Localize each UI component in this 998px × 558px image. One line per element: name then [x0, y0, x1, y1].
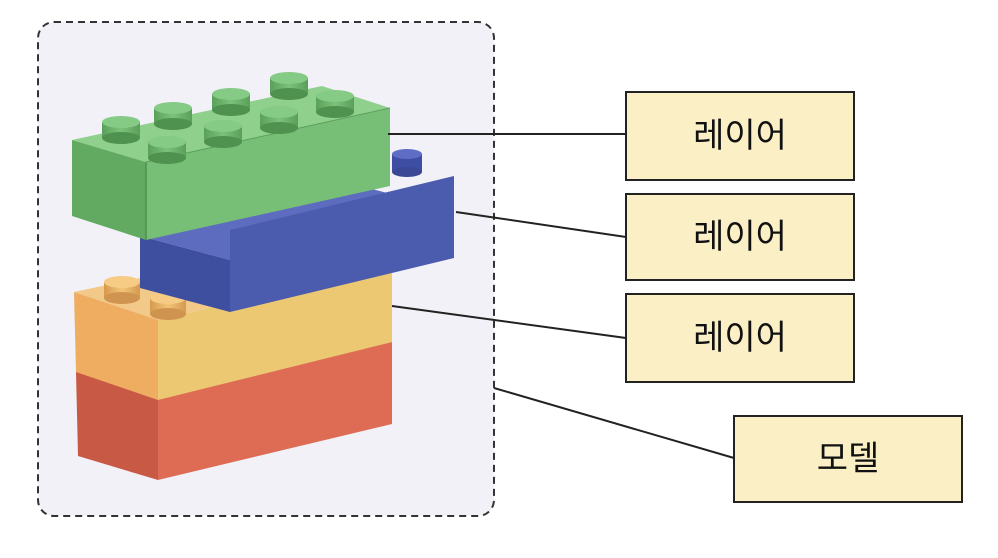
- blue-stud: [392, 149, 422, 177]
- green-stud: [260, 106, 298, 134]
- model-label-text: 모델: [817, 439, 880, 479]
- green-stud: [148, 136, 186, 164]
- layer-label-box: 레이어: [625, 193, 855, 281]
- blue-brick: [140, 149, 454, 312]
- green-stud: [212, 88, 250, 116]
- connector-line-layer-3: [391, 305, 627, 339]
- model-label-box: 모델: [733, 415, 963, 503]
- green-stud: [270, 72, 308, 100]
- layer-label-box: 레이어: [625, 293, 855, 383]
- green-stud: [316, 90, 354, 118]
- layer-label-text: 레이어: [693, 318, 787, 358]
- connector-line-layer-2: [455, 211, 627, 238]
- layer-label-box: 레이어: [625, 91, 855, 181]
- layer-label-text: 레이어: [693, 217, 787, 257]
- green-stud: [204, 120, 242, 148]
- green-studs: [102, 72, 354, 164]
- green-stud: [102, 116, 140, 144]
- layer-label-text: 레이어: [693, 116, 787, 156]
- yellow-stud: [104, 276, 140, 304]
- connector-line-model: [493, 387, 735, 459]
- green-stud: [154, 102, 192, 130]
